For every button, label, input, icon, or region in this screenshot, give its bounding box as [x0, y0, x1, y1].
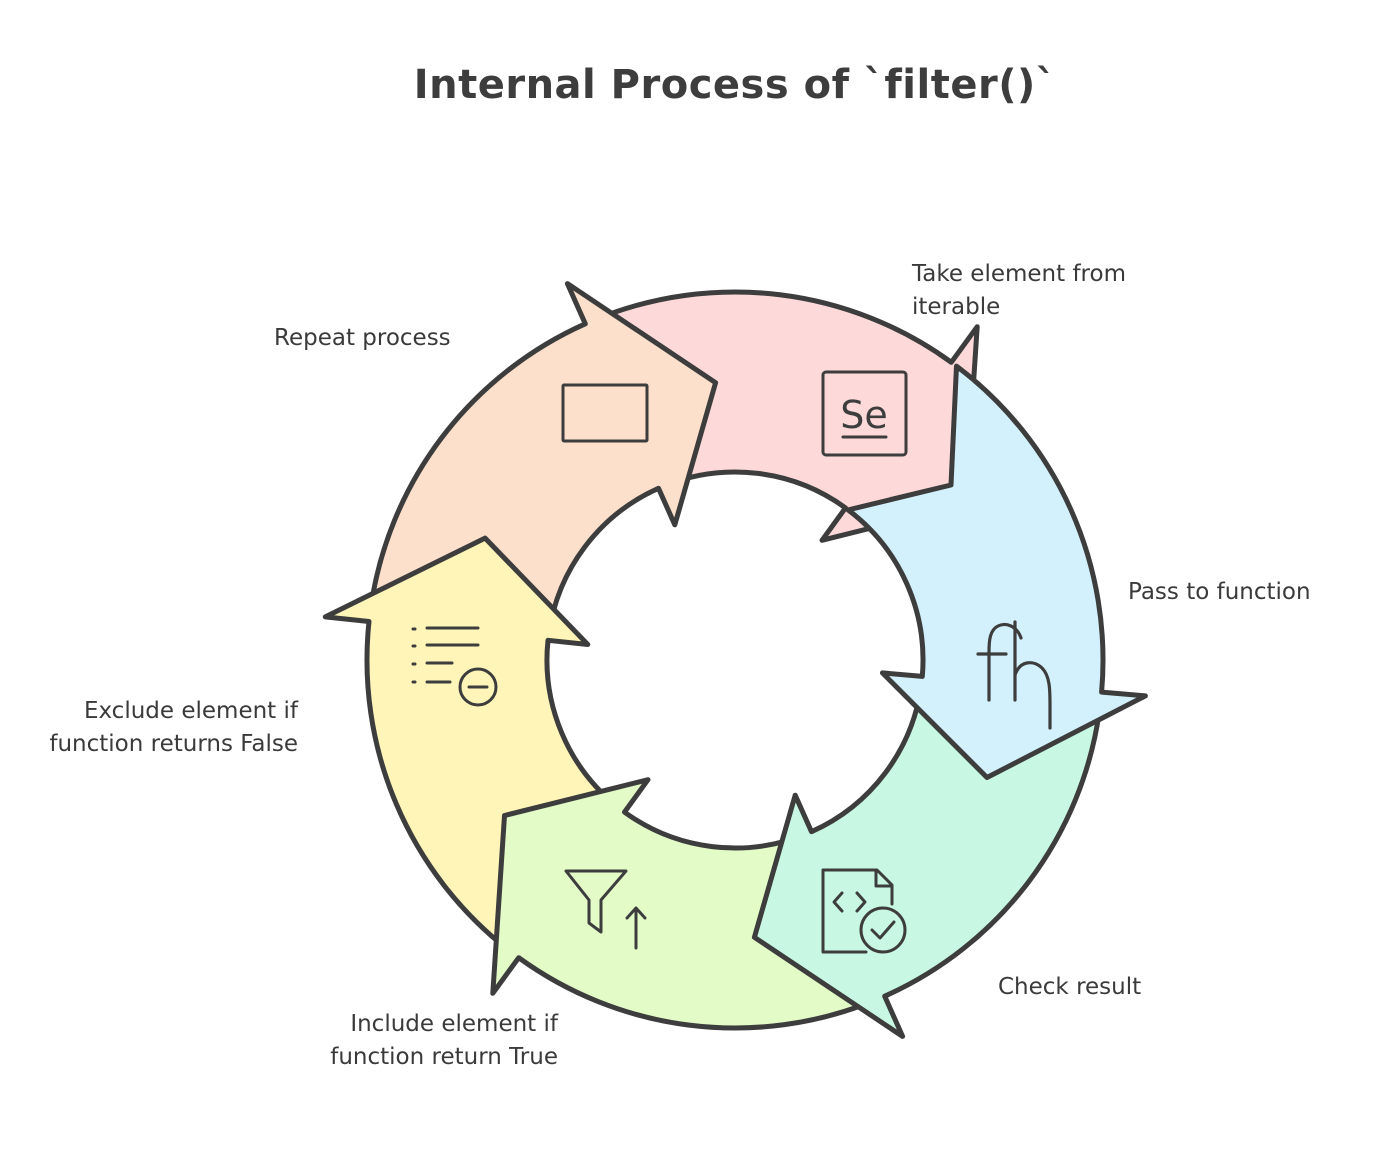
step-label-pass-to-function: Pass to function [1128, 579, 1311, 605]
function-icon [976, 620, 1052, 730]
segment-pass-to-function [751, 683, 1102, 1039]
segment-include-element [322, 535, 622, 953]
code-file-check-icon [821, 868, 907, 954]
step-label-check-result: Check result [998, 974, 1142, 1000]
step-label-include-element: Include element if function return True [330, 1011, 558, 1070]
segment-exclude-element [368, 281, 719, 637]
se-icon-text: Se [840, 393, 888, 437]
step-label-take-element: Take element from iterable [912, 261, 1126, 320]
cycle-segments [322, 281, 1148, 1039]
filter-up-icon [564, 869, 647, 950]
page-title: Internal Process of `filter()` [413, 62, 1057, 108]
segment-repeat-process [594, 289, 980, 543]
step-label-repeat-process: Repeat process [274, 325, 451, 351]
window-icon [561, 383, 649, 443]
segment-take-element [845, 363, 1148, 780]
list-minus-icon [411, 626, 498, 707]
se-box-icon: Se [821, 370, 908, 457]
step-label-exclude-element: Exclude element if function returns Fals… [49, 698, 298, 757]
segment-check-result [490, 777, 876, 1031]
